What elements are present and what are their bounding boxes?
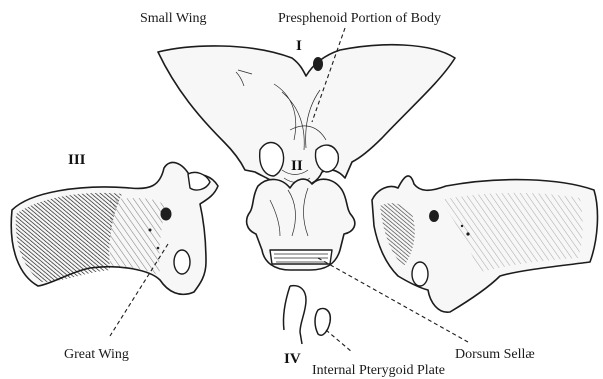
label-dorsum-sellae: Dorsum Sellæ [455, 347, 535, 362]
leader-internal-pterygoid [326, 330, 352, 352]
figure-four-pterygoid [283, 286, 330, 344]
figure-three-great-wing-left [11, 162, 218, 294]
label-internal-pterygoid: Internal Pterygoid Plate [312, 363, 445, 378]
numeral-two: II [291, 158, 303, 174]
figure-two-body [247, 179, 355, 270]
numeral-four: IV [284, 351, 301, 367]
figure-one-small-wings: I [158, 38, 455, 188]
label-small-wing: Small Wing [140, 11, 206, 26]
label-great-wing: Great Wing [64, 347, 129, 362]
label-presphenoid: Presphenoid Portion of Body [278, 11, 441, 26]
numeral-three: III [68, 152, 86, 168]
figure-great-wing-right [372, 176, 597, 312]
numeral-one: I [296, 38, 302, 54]
